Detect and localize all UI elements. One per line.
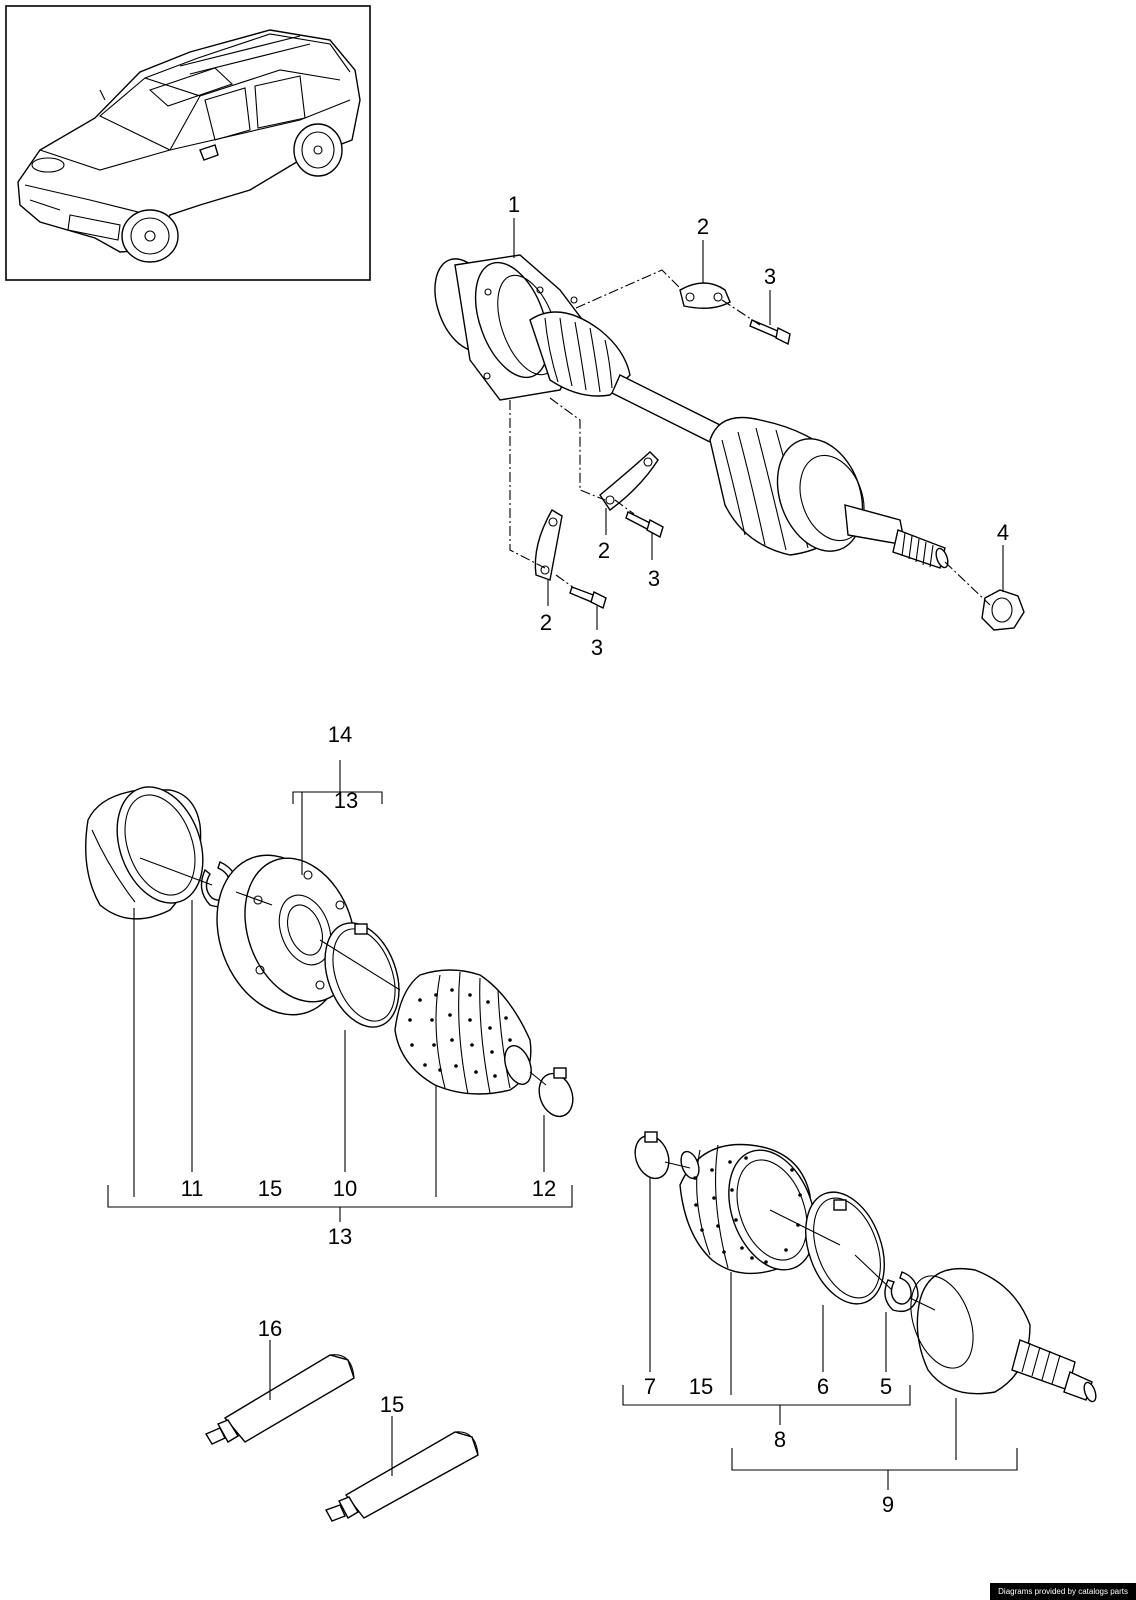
callout-13-bottom: 13 [328, 1224, 352, 1249]
inner-boot [394, 969, 532, 1095]
bolt-middle [625, 511, 664, 539]
outer-boot [679, 1143, 816, 1275]
callout-3-middle: 3 [648, 566, 660, 591]
callout-2-upper: 2 [697, 214, 709, 239]
outer-cv-joint [910, 1268, 1097, 1403]
inner-boot-dots [408, 988, 512, 1078]
assembly-lines-lower-left [139, 857, 547, 1086]
callout-6: 6 [817, 1374, 829, 1399]
diagram-credit: Diagrams provided by catalogs parts [990, 1583, 1136, 1600]
callout-15-right: 15 [689, 1374, 713, 1399]
clamp-band-12 [538, 1067, 574, 1118]
outer-boot-dots [693, 1156, 802, 1264]
callout-14: 14 [328, 722, 352, 747]
callout-13-top: 13 [334, 788, 358, 813]
callout-15-left: 15 [258, 1176, 282, 1201]
callout-2-middle: 2 [598, 538, 610, 563]
collar-nut [981, 589, 1025, 631]
bolt-lower [569, 586, 607, 609]
callout-2-lower: 2 [540, 610, 552, 635]
callout-leaders-upper [513, 218, 1004, 630]
grease-tube-15 [324, 1416, 479, 1522]
inner-boot-cover [85, 786, 204, 920]
retaining-plate-lower [534, 509, 563, 581]
grease-tube-16 [204, 1340, 355, 1445]
callout-3-lower: 3 [591, 635, 603, 660]
circlip-5 [884, 1271, 919, 1313]
retaining-plate-upper [679, 282, 731, 309]
callout-8: 8 [774, 1427, 786, 1452]
callout-7: 7 [644, 1374, 656, 1399]
callout-12: 12 [532, 1176, 556, 1201]
cv-joint-hub [216, 854, 356, 1016]
callout-1: 1 [508, 192, 520, 217]
callout-3-upper: 3 [764, 264, 776, 289]
assembly-lines-lower-right [664, 1161, 936, 1311]
callout-15-tube: 15 [380, 1392, 404, 1417]
callout-16: 16 [258, 1316, 282, 1341]
callout-labels: 1 2 3 4 2 3 2 3 14 13 11 15 10 12 13 7 1… [181, 192, 1010, 1517]
clamp-band-7 [634, 1131, 670, 1180]
callout-11: 11 [181, 1176, 204, 1201]
retaining-plate-middle [599, 451, 659, 511]
callout-leaders-lower-left [107, 760, 573, 1222]
callout-10: 10 [333, 1176, 357, 1201]
callout-4: 4 [997, 520, 1009, 545]
drive-shaft-assembly [434, 254, 949, 569]
vehicle-thumbnail [5, 5, 371, 281]
callout-leaders-lower-right [622, 1178, 1018, 1490]
bolt-upper [749, 319, 791, 346]
clamp-band-6 [805, 1191, 885, 1305]
assembly-lines-upper [509, 269, 991, 606]
callout-9: 9 [882, 1492, 894, 1517]
callout-5: 5 [880, 1374, 892, 1399]
clamp-band-10 [324, 922, 400, 1028]
